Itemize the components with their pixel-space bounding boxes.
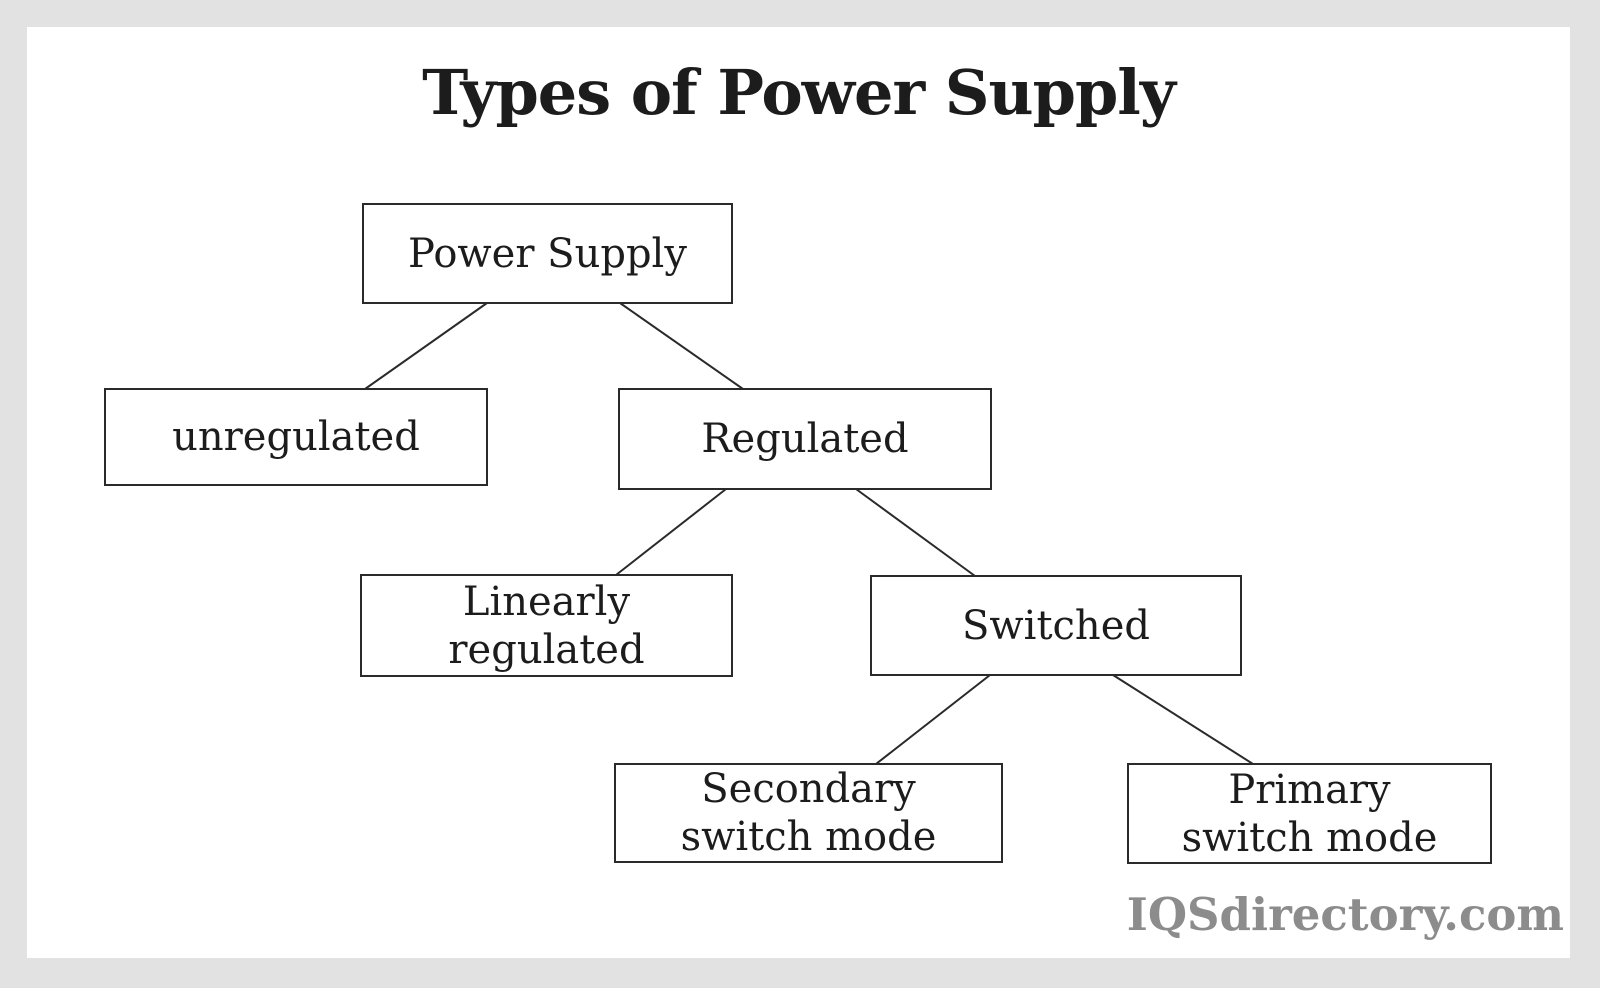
node-power-supply: Power Supply <box>362 203 733 304</box>
node-switched: Switched <box>870 575 1242 676</box>
node-linearly-regulated: Linearly regulated <box>360 574 733 677</box>
watermark: IQSdirectory.com <box>1126 888 1564 941</box>
node-power-supply-label: Power Supply <box>408 230 687 277</box>
node-primary-switch-mode: Primary switch mode <box>1127 763 1492 864</box>
node-unregulated: unregulated <box>104 388 488 486</box>
page-title: Types of Power Supply <box>422 56 1176 129</box>
node-linearly-regulated-label: Linearly regulated <box>448 578 645 673</box>
node-primary-switch-mode-label: Primary switch mode <box>1181 766 1438 861</box>
node-regulated: Regulated <box>618 388 992 490</box>
node-secondary-switch-mode: Secondary switch mode <box>614 763 1003 863</box>
node-switched-label: Switched <box>962 602 1150 649</box>
node-unregulated-label: unregulated <box>172 414 420 460</box>
node-regulated-label: Regulated <box>701 416 909 462</box>
node-secondary-switch-mode-label: Secondary switch mode <box>680 766 937 860</box>
